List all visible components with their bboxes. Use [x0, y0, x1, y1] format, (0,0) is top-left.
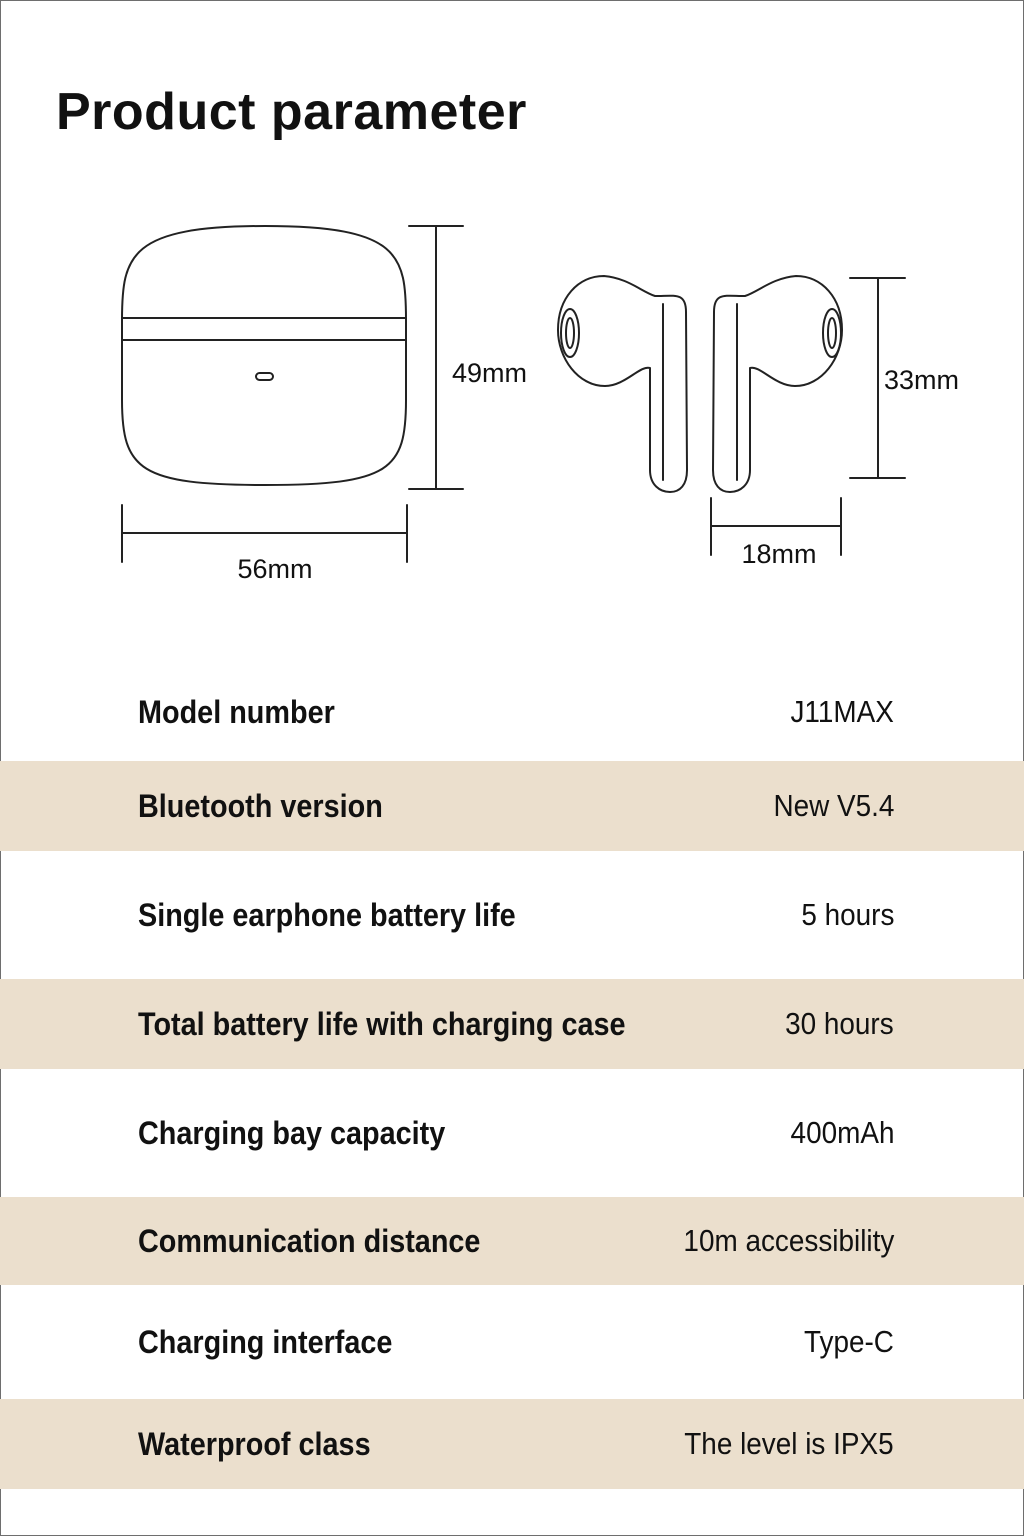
case-height-label: 49mm — [452, 358, 527, 388]
spec-row-waterproof-class: Waterproof class The level is IPX5 — [0, 1399, 1024, 1489]
product-dimension-diagram: 49mm 56mm 33mm 18mm — [121, 225, 959, 584]
spec-value: 30 hours — [785, 1006, 894, 1041]
spec-row-charging-bay-capacity: Charging bay capacity 400mAh — [0, 1069, 1024, 1197]
spec-label: Charging bay capacity — [138, 1114, 446, 1151]
spec-label: Total battery life with charging case — [138, 1005, 626, 1042]
earbud-width-label: 18mm — [741, 539, 816, 569]
spec-value: Type-C — [804, 1324, 894, 1359]
spec-label: Single earphone battery life — [138, 896, 516, 933]
spec-value: New V5.4 — [773, 788, 894, 823]
spec-row-single-earphone-battery: Single earphone battery life 5 hours — [0, 851, 1024, 979]
right-earbud-outline — [712, 275, 843, 493]
spec-value: 5 hours — [800, 897, 894, 932]
spec-value: J11MAX — [790, 694, 894, 729]
case-width-label: 56mm — [237, 554, 312, 584]
charging-case-outline — [121, 225, 407, 486]
spec-value: The level is IPX5 — [684, 1426, 894, 1461]
spec-row-bluetooth-version: Bluetooth version New V5.4 — [0, 761, 1024, 851]
spec-label: Charging interface — [138, 1323, 393, 1360]
charging-case-indicator-icon — [255, 372, 274, 381]
spec-value: 400mAh — [790, 1115, 894, 1150]
earbud-height-label: 33mm — [884, 365, 959, 395]
spec-label: Communication distance — [138, 1222, 481, 1259]
spec-value: 10m accessibility — [683, 1223, 894, 1258]
spec-table: Model number J11MAX Bluetooth version Ne… — [0, 663, 1024, 1489]
spec-row-communication-distance: Communication distance 10m accessibility — [0, 1197, 1024, 1285]
spec-label: Waterproof class — [138, 1425, 371, 1462]
spec-label: Model number — [138, 693, 335, 730]
spec-row-model-number: Model number J11MAX — [0, 663, 1024, 761]
spec-row-charging-interface: Charging interface Type-C — [0, 1285, 1024, 1399]
spec-label: Bluetooth version — [138, 787, 383, 824]
spec-row-total-battery: Total battery life with charging case 30… — [0, 979, 1024, 1069]
page-title: Product parameter — [56, 83, 527, 141]
left-earbud-outline — [557, 275, 688, 493]
